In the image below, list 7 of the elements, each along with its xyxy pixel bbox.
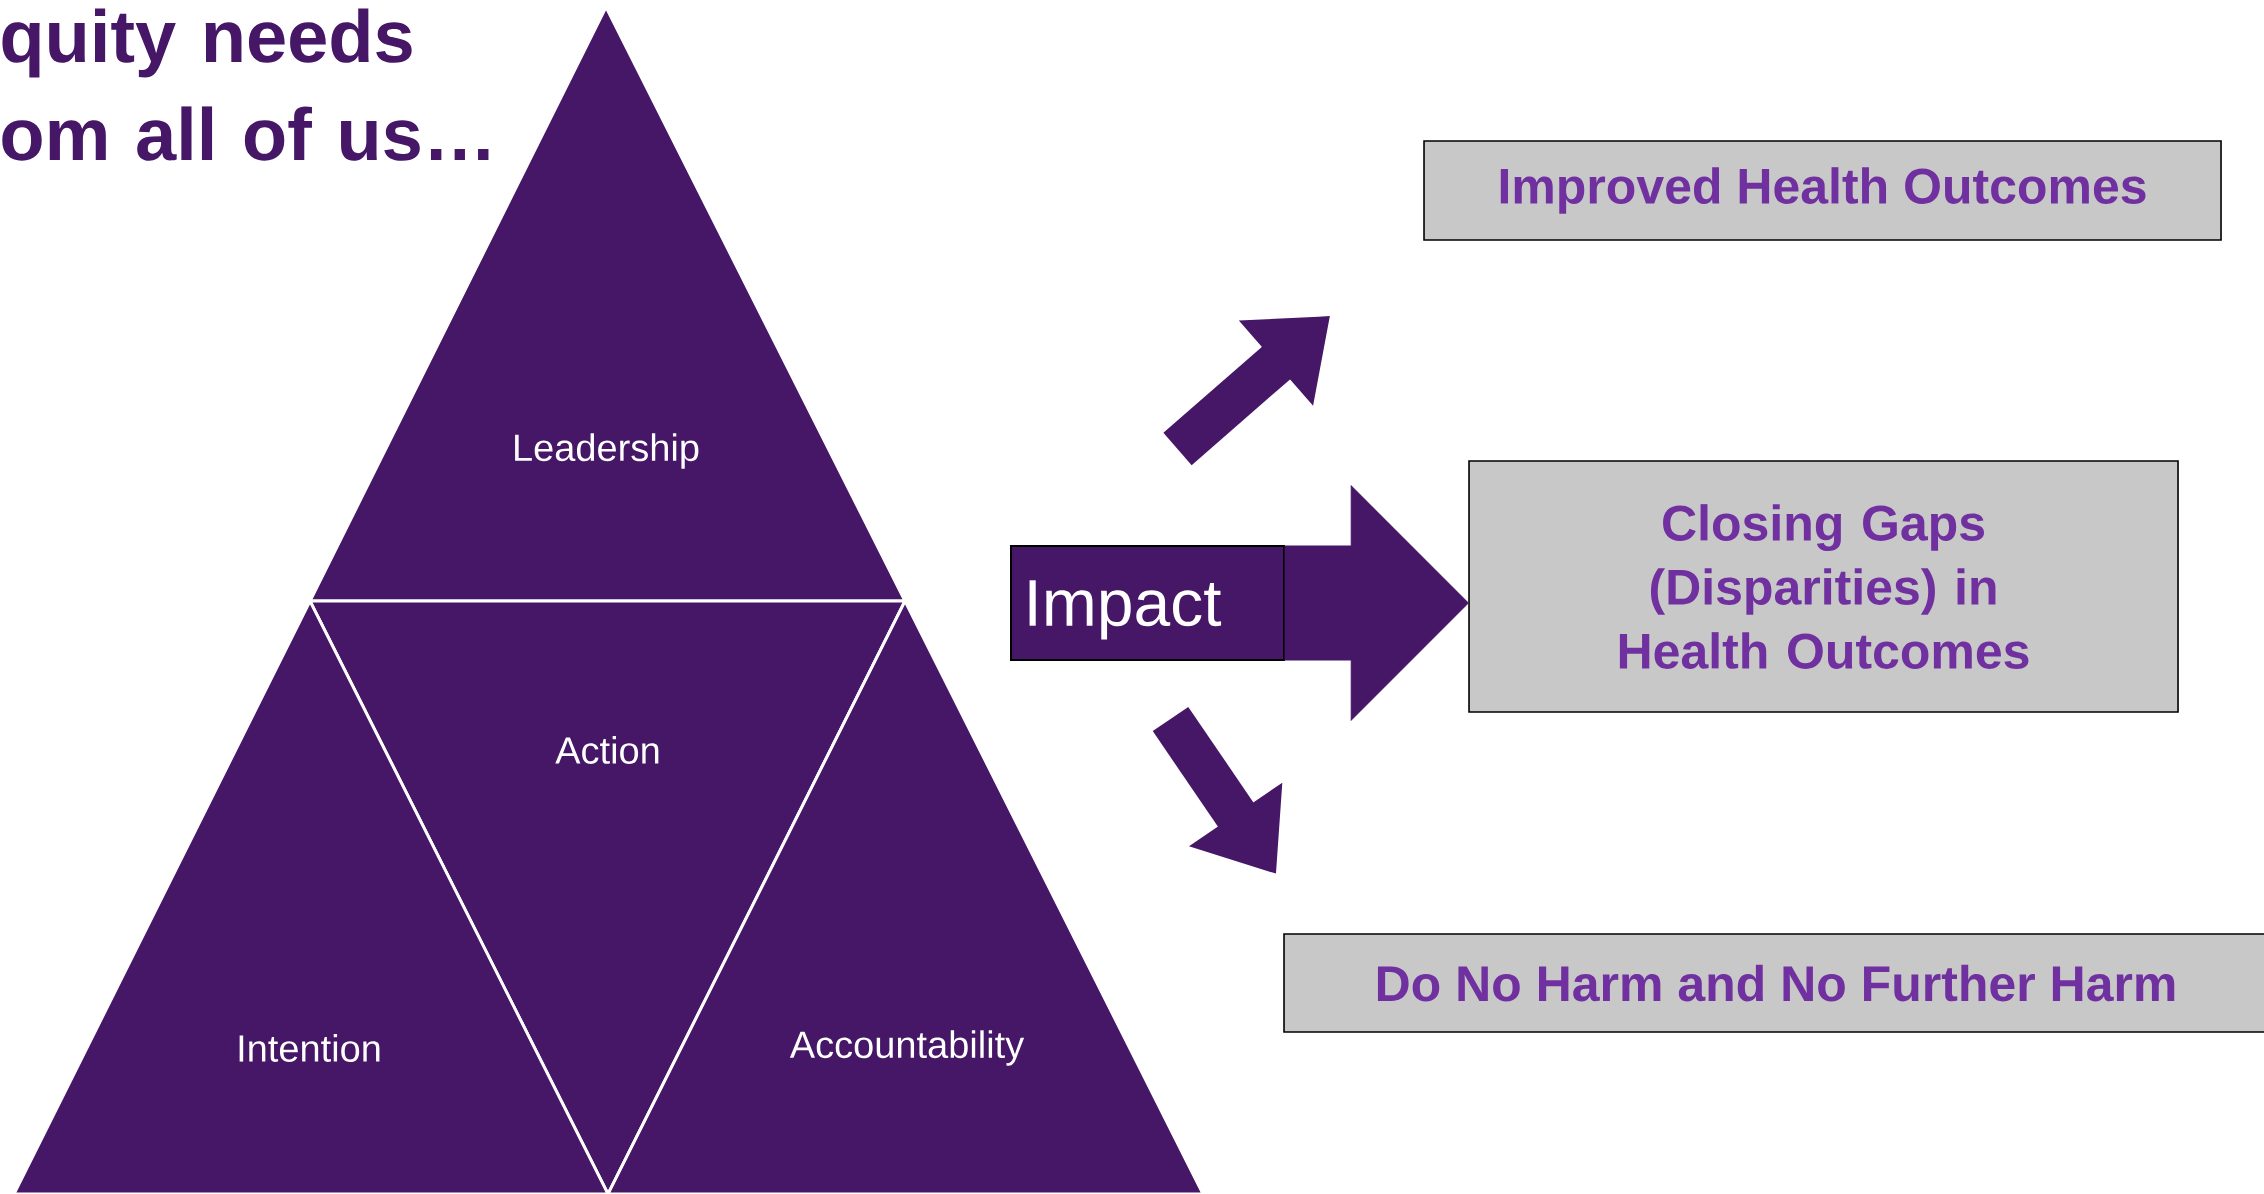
outcome-box: Improved Health Outcomes	[1423, 140, 2222, 241]
title: quity needs om all of us…	[2, 8, 489, 161]
impact-box: Impact	[1010, 545, 1285, 661]
outcome-box: Do No Harm and No Further Harm	[1283, 933, 2264, 1033]
block-arrow	[1284, 485, 1469, 721]
node-label: Action	[555, 736, 659, 764]
outcome-box: Closing Gaps (Disparities) in Health Outcomes	[1468, 460, 2179, 713]
